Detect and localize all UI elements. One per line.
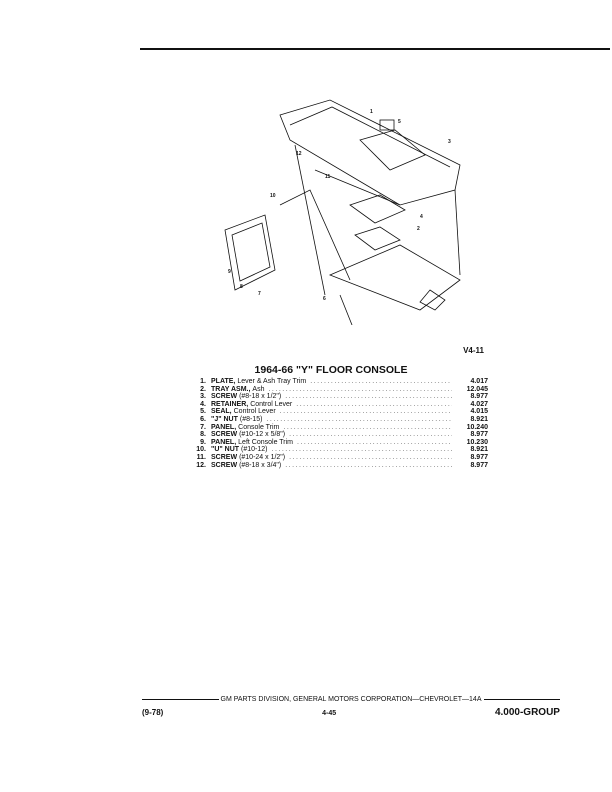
part-group-number: 10.240 (466, 423, 488, 431)
parts-list-item: 6. "J" NUT(#8-15) 8.921 (186, 416, 488, 424)
part-name: PANEL, (211, 438, 237, 446)
parts-list-item: 12. SCREW(#8-18 x 3/4") 8.977 (186, 462, 488, 470)
part-number: 7. (200, 423, 206, 431)
part-number: 9. (200, 438, 206, 446)
callout-7: 7 (258, 291, 261, 297)
part-group-number: 8.977 (470, 431, 488, 439)
part-number: 10. (196, 446, 206, 454)
part-group-number: 8.977 (470, 393, 488, 401)
callout-6: 6 (323, 296, 326, 302)
footer-rule-right (483, 699, 560, 700)
dot-leader (272, 446, 453, 454)
callout-9: 9 (228, 269, 231, 275)
part-group-number: 4.017 (470, 378, 488, 385)
dot-leader (268, 386, 452, 394)
part-name: RETAINER, (211, 400, 249, 408)
console-body (279, 99, 461, 206)
footer-bottom: (9-78) 4-45 4.000-GROUP (142, 707, 560, 718)
callout-11: 11 (325, 174, 331, 180)
dot-leader (310, 378, 452, 386)
figure-id: V4-11 (463, 346, 484, 355)
part-name: "U" NUT (211, 446, 240, 454)
dot-leader (297, 439, 452, 447)
dot-leader (285, 462, 452, 470)
callout-12: 12 (296, 151, 302, 157)
part-number: 1. (200, 378, 206, 385)
parts-list: 1. PLATE,Lever & Ash Tray Trim 4.017 2. TRAY… (186, 378, 488, 469)
part-description: Control Lever (233, 408, 276, 416)
dot-leader (285, 393, 452, 401)
part-number: 4. (200, 400, 206, 408)
parts-list-item: 4. RETAINER,Control Lever 4.027 (186, 401, 488, 409)
part-name: PLATE, (211, 378, 236, 385)
part-number: 5. (200, 408, 206, 416)
revision-date: (9-78) (142, 708, 164, 717)
callout-3: 3 (448, 139, 451, 145)
page-title: 1964-66 "Y" FLOOR CONSOLE (254, 364, 408, 376)
dot-leader (283, 424, 452, 432)
part-name: SCREW (211, 393, 238, 401)
part-name: SCREW (211, 453, 238, 461)
part-description: (#10-24 x 1/2") (239, 453, 286, 461)
part-number: 11. (196, 453, 206, 461)
part-description: (#10-12) (241, 446, 268, 454)
footer-publisher-line: GM PARTS DIVISION, GENERAL MOTORS CORPOR… (142, 696, 560, 703)
part-description: Lever & Ash Tray Trim (237, 378, 307, 385)
parts-list-item: 11. SCREW(#10-24 x 1/2") 8.977 (186, 454, 488, 462)
part-name: "J" NUT (211, 415, 238, 423)
part-description: Ash (252, 385, 265, 393)
top-rule (140, 48, 610, 50)
console-exploded-diagram: 1 2 3 4 5 6 7 8 9 10 11 12 (224, 99, 461, 325)
part-name: SCREW (211, 431, 238, 439)
part-description: Console Trim (238, 423, 280, 431)
page-number: 4-45 (322, 710, 337, 717)
parts-list-item: 7. PANEL,Console Trim 10.240 (186, 424, 488, 432)
callout-1: 1 (370, 109, 373, 115)
callout-8: 8 (240, 284, 243, 290)
side-panel (224, 214, 276, 291)
part-name: SCREW (211, 461, 238, 469)
callout-4: 4 (420, 214, 423, 220)
part-description: Control Lever (250, 400, 293, 408)
part-name: TRAY ASM., (211, 385, 251, 393)
part-group-number: 8.921 (470, 446, 488, 454)
part-number: 2. (200, 385, 206, 393)
parts-list-item: 9. PANEL,Left Console Trim 10.230 (186, 439, 488, 447)
part-description: (#8-18 x 1/2") (239, 393, 282, 401)
callout-2: 2 (417, 226, 420, 232)
parts-list-item: 2. TRAY ASM.,Ash 12.045 (186, 386, 488, 394)
part-group-number: 10.230 (466, 438, 488, 446)
group-number: 4.000-GROUP (494, 707, 560, 718)
part-group-number: 8.977 (470, 453, 488, 461)
dot-leader (280, 408, 452, 416)
parts-list-item: 10. "U" NUT(#10-12) 8.921 (186, 446, 488, 454)
part-group-number: 4.027 (470, 400, 488, 408)
part-description: Left Console Trim (238, 438, 294, 446)
part-group-number: 8.977 (470, 461, 488, 469)
part-number: 12. (196, 461, 206, 469)
callout-5: 5 (398, 119, 401, 125)
footer-rule-left (142, 699, 219, 700)
part-name: SEAL, (211, 408, 232, 416)
dot-leader (296, 401, 452, 409)
part-description: (#8-18 x 3/4") (239, 461, 282, 469)
parts-list-item: 3. SCREW(#8-18 x 1/2") 8.977 (186, 393, 488, 401)
part-description: (#8-15) (239, 415, 263, 423)
publisher-text: GM PARTS DIVISION, GENERAL MOTORS CORPOR… (220, 696, 482, 703)
dot-leader (266, 416, 452, 424)
part-number: 3. (200, 393, 206, 401)
callout-10: 10 (270, 193, 276, 199)
dot-leader (289, 431, 452, 439)
part-group-number: 4.015 (470, 408, 488, 416)
parts-list-item: 1. PLATE,Lever & Ash Tray Trim 4.017 (186, 378, 488, 386)
parts-list-item: 8. SCREW(#10-12 x 5/8") 8.977 (186, 431, 488, 439)
part-name: PANEL, (211, 423, 237, 431)
part-group-number: 8.921 (470, 415, 488, 423)
dot-leader (289, 454, 452, 462)
part-number: 6. (200, 415, 206, 423)
part-group-number: 12.045 (466, 385, 488, 393)
parts-list-item: 5. SEAL,Control Lever 4.015 (186, 408, 488, 416)
part-number: 8. (200, 431, 206, 439)
part-description: (#10-12 x 5/8") (239, 431, 286, 439)
